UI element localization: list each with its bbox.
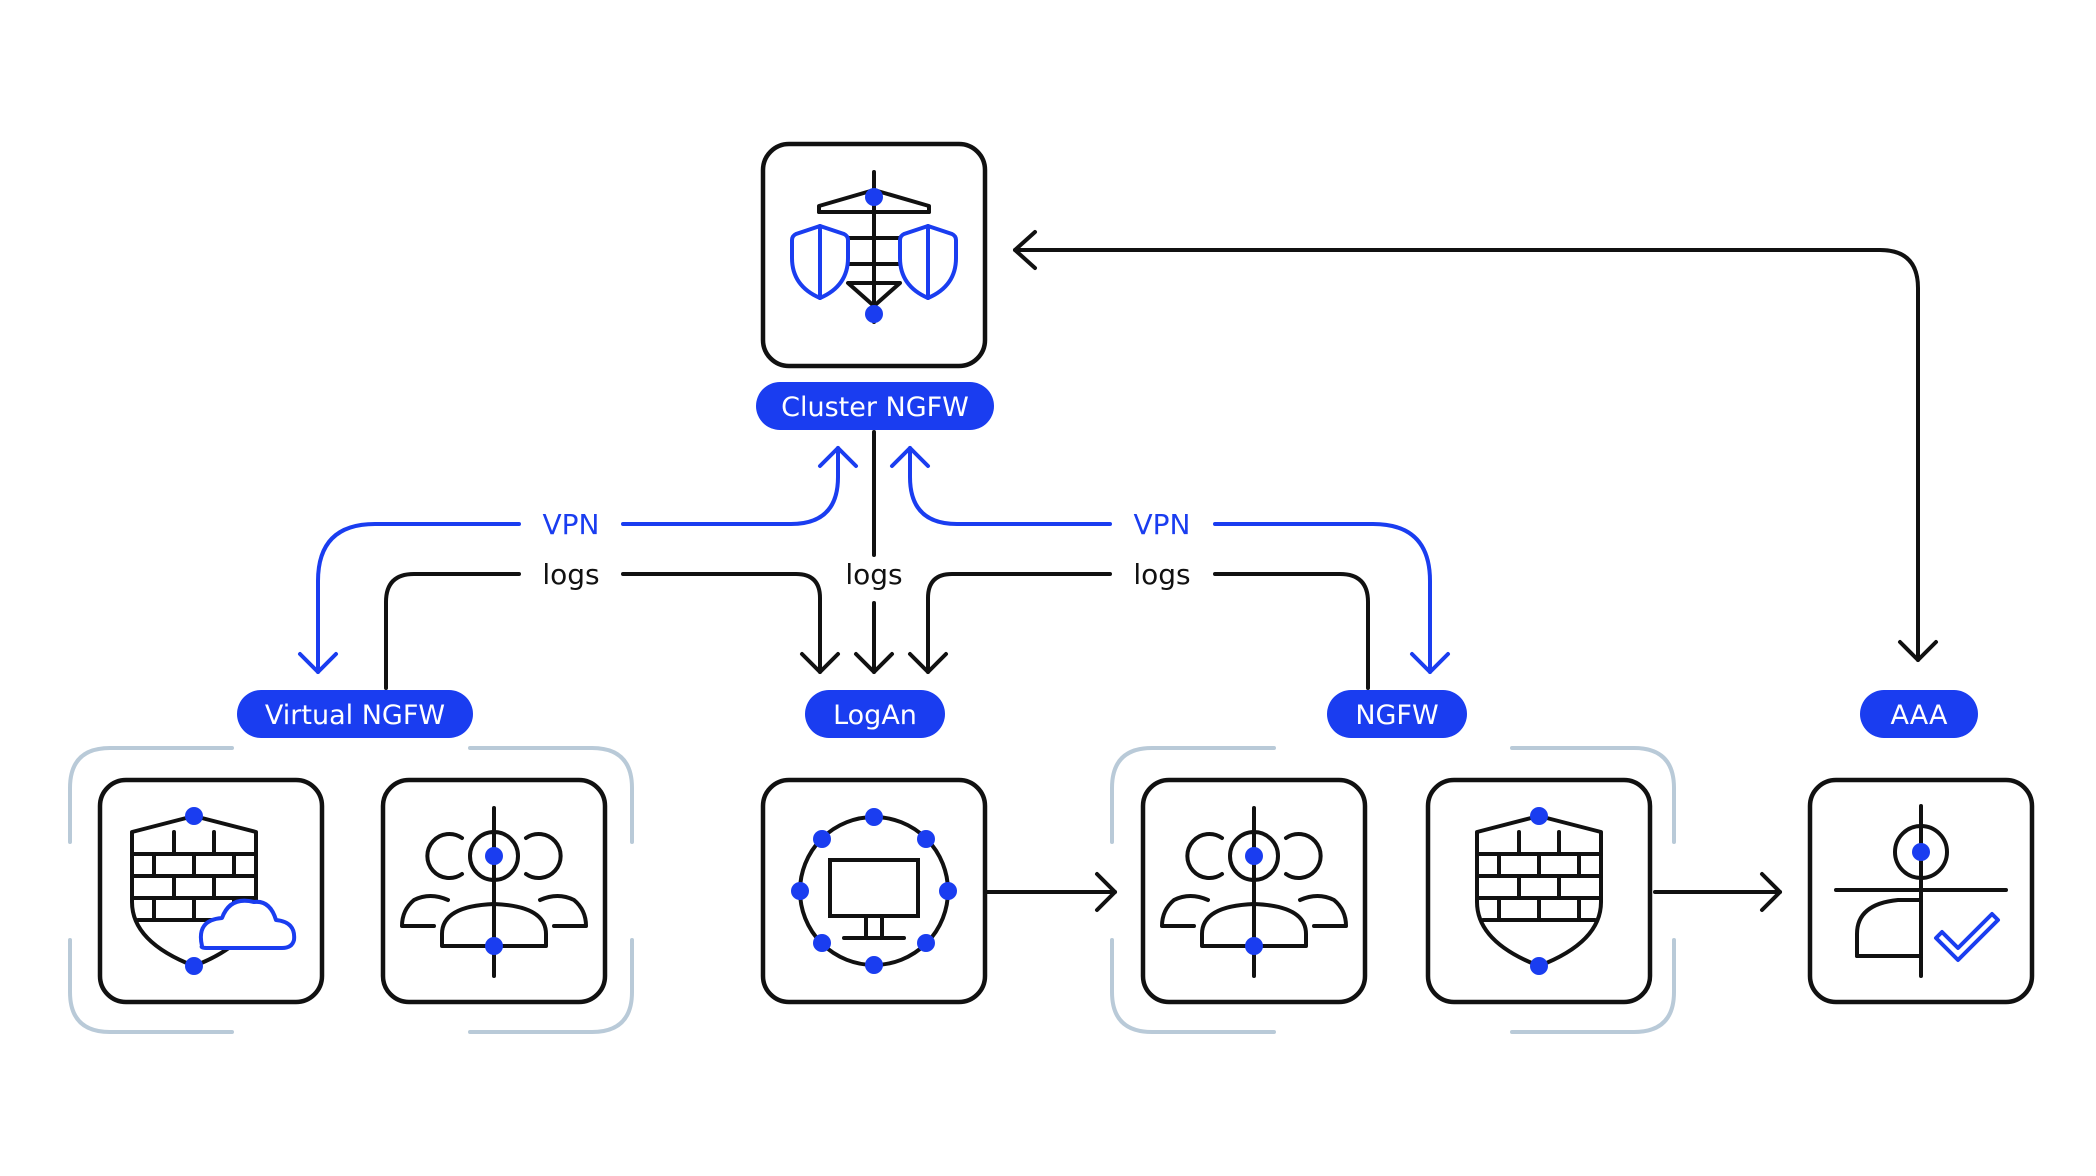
aaa-cluster-connector: [1013, 230, 1938, 662]
logan-node[interactable]: [760, 777, 988, 1005]
cluster-ngfw-pill[interactable]: Cluster NGFW: [756, 382, 994, 430]
ngfw-group-outline: [1110, 746, 1676, 1034]
virtual-ngfw-label: Virtual NGFW: [265, 700, 445, 731]
users-group-icon: [400, 806, 588, 978]
vpn-right-connector: [890, 446, 1450, 674]
cluster-ngfw-node[interactable]: [760, 141, 988, 369]
aaa-node[interactable]: [1807, 777, 2035, 1005]
network-monitor-icon: [791, 808, 957, 974]
virtual-ngfw-pill[interactable]: Virtual NGFW: [237, 690, 473, 738]
cluster-shield-icon: [790, 170, 958, 324]
logs-left-connector: [384, 572, 840, 690]
ngfw-pill[interactable]: NGFW: [1327, 690, 1467, 738]
virtual-ngfw-users-node[interactable]: [380, 777, 608, 1005]
virtual-ngfw-group-outline: [68, 746, 634, 1034]
firewall-cloud-icon: [130, 807, 297, 975]
users-group-icon: [1160, 806, 1348, 978]
logs-center-label: logs: [845, 558, 902, 591]
logs-right-label: logs: [1133, 558, 1190, 591]
ngfw-firewall-node[interactable]: [1425, 777, 1653, 1005]
aaa-label: AAA: [1891, 700, 1948, 731]
logs-right-connector: [908, 572, 1370, 690]
ngfw-aaa-connector: [1653, 872, 1782, 912]
ngfw-label: NGFW: [1355, 700, 1438, 731]
logs-left-label: logs: [542, 558, 599, 591]
vpn-left-label: VPN: [543, 508, 600, 541]
logan-pill[interactable]: LogAn: [805, 690, 945, 738]
ngfw-users-node[interactable]: [1140, 777, 1368, 1005]
aaa-pill[interactable]: AAA: [1860, 690, 1978, 738]
virtual-ngfw-firewall-node[interactable]: [97, 777, 325, 1005]
firewall-shield-icon: [1475, 807, 1603, 975]
vpn-left-connector: [298, 446, 858, 674]
logan-ngfw-connector: [985, 872, 1117, 912]
user-check-icon: [1834, 804, 2008, 978]
logan-label: LogAn: [833, 700, 917, 731]
vpn-right-label: VPN: [1134, 508, 1191, 541]
cluster-logan-logs-connector: [854, 430, 894, 674]
cluster-ngfw-label: Cluster NGFW: [781, 392, 969, 423]
